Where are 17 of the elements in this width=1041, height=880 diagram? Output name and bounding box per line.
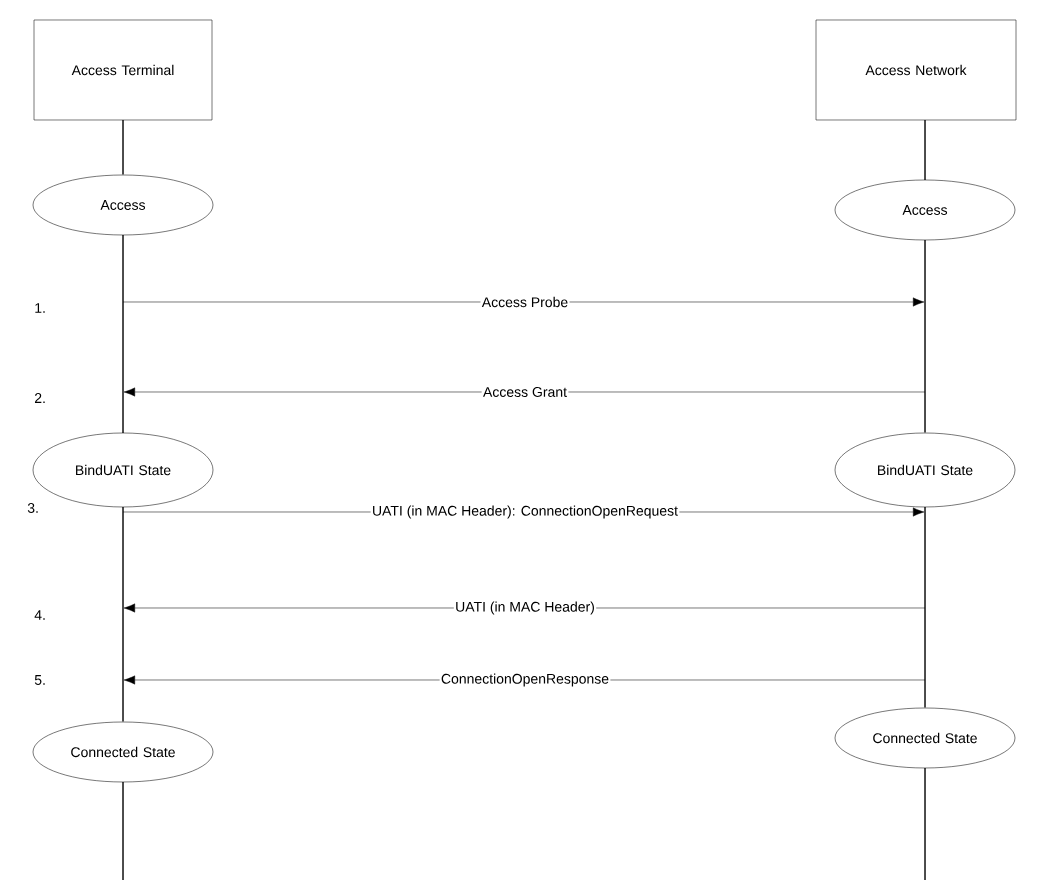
edge-label: UATI (in MAC Header): [453, 600, 597, 616]
lifeline: [122, 119, 124, 175]
participant-box: Access Terminal: [33, 19, 213, 121]
message-arrow: [123, 387, 926, 397]
lifeline: [924, 768, 926, 880]
lifeline: [122, 782, 124, 880]
step-number: 4.: [34, 610, 45, 620]
step-number: 2.: [35, 393, 45, 403]
edge-label: ConnectionOpenResponse: [439, 672, 611, 688]
edge-label: UATI (in MAC Header): ConnectionOpenRequest: [370, 504, 680, 520]
participant-box: Access Network: [815, 19, 1017, 121]
lifeline: [924, 120, 926, 180]
step-number: 5.: [34, 675, 45, 685]
edge-label: Access Grant: [481, 385, 569, 399]
step-number: 1.: [35, 303, 45, 313]
edge-label: Access Probe: [480, 295, 570, 309]
message-arrow: [122, 297, 925, 307]
